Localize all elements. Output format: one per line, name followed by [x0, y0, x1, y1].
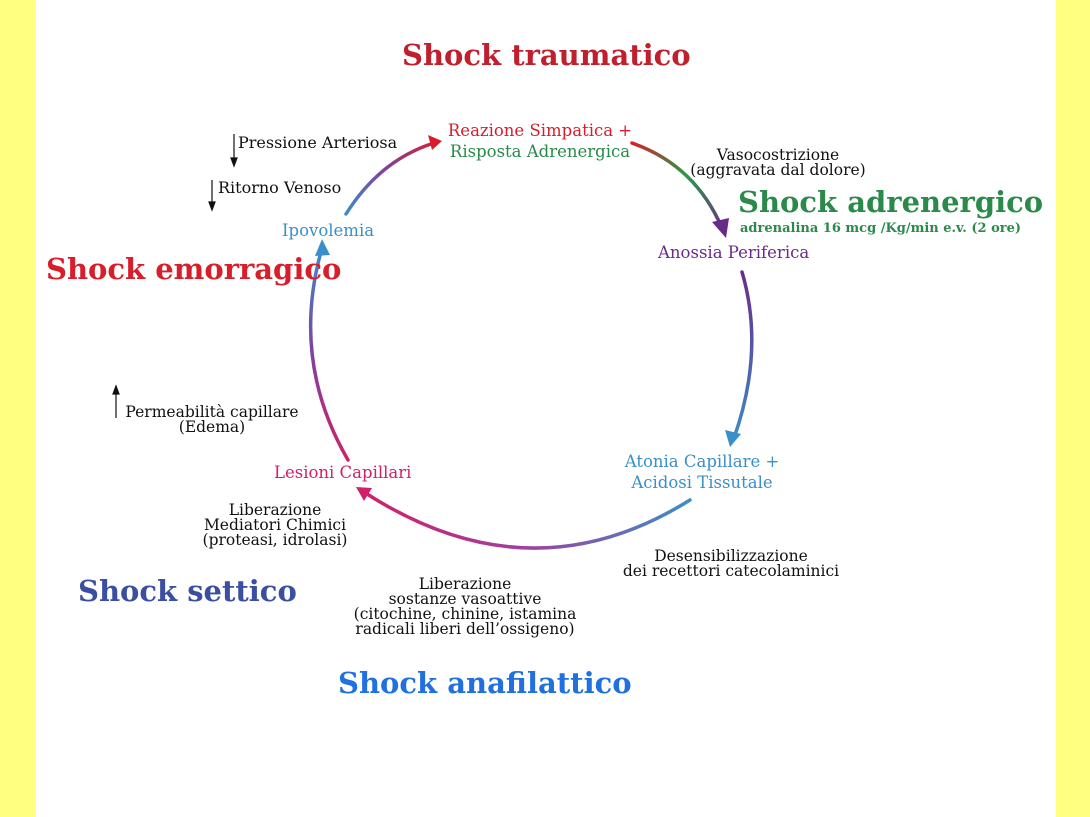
- diagram-slide: [36, 0, 1056, 817]
- note-desensibilizzazione: Desensibilizzazione dei recettori cateco…: [616, 547, 846, 580]
- arrow-atonia-lesioni: [362, 490, 692, 550]
- arrowhead-lesioni: [356, 487, 372, 501]
- title-shock-traumatico: Shock traumatico: [402, 38, 691, 72]
- title-shock-settico: Shock settico: [78, 574, 297, 608]
- note-ritorno-venoso: Ritorno Venoso: [218, 178, 342, 197]
- arrow-lesioni-ipovolemia: [308, 246, 350, 462]
- node-reazione-line: Reazione Simpatica +: [447, 121, 633, 140]
- node-atonia-capillare: Atonia Capillare + Acidosi Tissutale: [616, 451, 788, 493]
- note-permeabilita: Permeabilità capillare (Edema): [120, 403, 304, 436]
- note-permeabilita-line1: Permeabilità capillare: [125, 403, 299, 421]
- note-vasocostrizione: Vasocostrizione (aggravata dal dolore): [684, 146, 872, 179]
- title-shock-adrenergico: Shock adrenergico: [738, 185, 1044, 219]
- note-sostanze-line2: sostanze vasoattive: [388, 590, 542, 608]
- note-mediatori-chimici: Liberazione Mediatori Chimici (proteasi,…: [190, 501, 360, 549]
- arrow-anossia-atonia: [732, 270, 754, 440]
- note-pressione-arteriosa: Pressione Arteriosa: [238, 133, 398, 152]
- down-arrowhead-pressione: [230, 157, 238, 168]
- note-permeabilita-line2: (Edema): [178, 418, 246, 436]
- adrenergico-dose: adrenalina 16 mcg /Kg/min e.v. (2 ore): [740, 221, 1022, 236]
- note-mediatori-line3: (proteasi, idrolasi): [202, 531, 348, 549]
- note-vasocostrizione-line1: Vasocostrizione: [716, 146, 840, 164]
- note-sostanze-vasoattive: Liberazione sostanze vasoattive (citochi…: [340, 575, 590, 638]
- node-reazione-simpatica: Reazione Simpatica + Risposta Adrenergic…: [440, 120, 640, 162]
- note-mediatori-line1: Liberazione: [228, 501, 322, 519]
- title-shock-emorragico: Shock emorragico: [46, 252, 342, 286]
- note-vasocostrizione-line2: (aggravata dal dolore): [690, 161, 866, 179]
- down-arrowhead-ritorno: [208, 201, 216, 212]
- node-ipovolemia: Ipovolemia: [282, 221, 375, 240]
- arrowhead-reazione: [428, 135, 442, 150]
- arrow-ipovolemia-reazione: [344, 141, 436, 216]
- arrowhead-anossia: [712, 218, 729, 238]
- arrowhead-atonia: [725, 430, 741, 447]
- arrow-reazione-anossia: [630, 141, 724, 230]
- node-lesioni-capillari: Lesioni Capillari: [274, 463, 412, 482]
- note-desens-line2: dei recettori catecolaminici: [622, 562, 840, 580]
- node-risposta-line: Risposta Adrenergica: [449, 142, 631, 161]
- node-anossia-periferica: Anossia Periferica: [658, 243, 810, 262]
- note-sostanze-line1: Liberazione: [418, 575, 512, 593]
- node-atonia-line1: Atonia Capillare +: [624, 452, 780, 471]
- up-arrowhead-permeabilita: [112, 384, 120, 395]
- note-mediatori-line2: Mediatori Chimici: [203, 516, 347, 534]
- note-sostanze-line4: radicali liberi dell’ossigeno): [355, 620, 575, 638]
- note-desens-line1: Desensibilizzazione: [654, 547, 808, 565]
- arrowhead-ipovolemia: [315, 239, 330, 256]
- title-shock-anafilattico: Shock anafilattico: [338, 666, 632, 700]
- node-atonia-line2: Acidosi Tissutale: [631, 473, 773, 492]
- note-sostanze-line3: (citochine, chinine, istamina: [353, 605, 577, 623]
